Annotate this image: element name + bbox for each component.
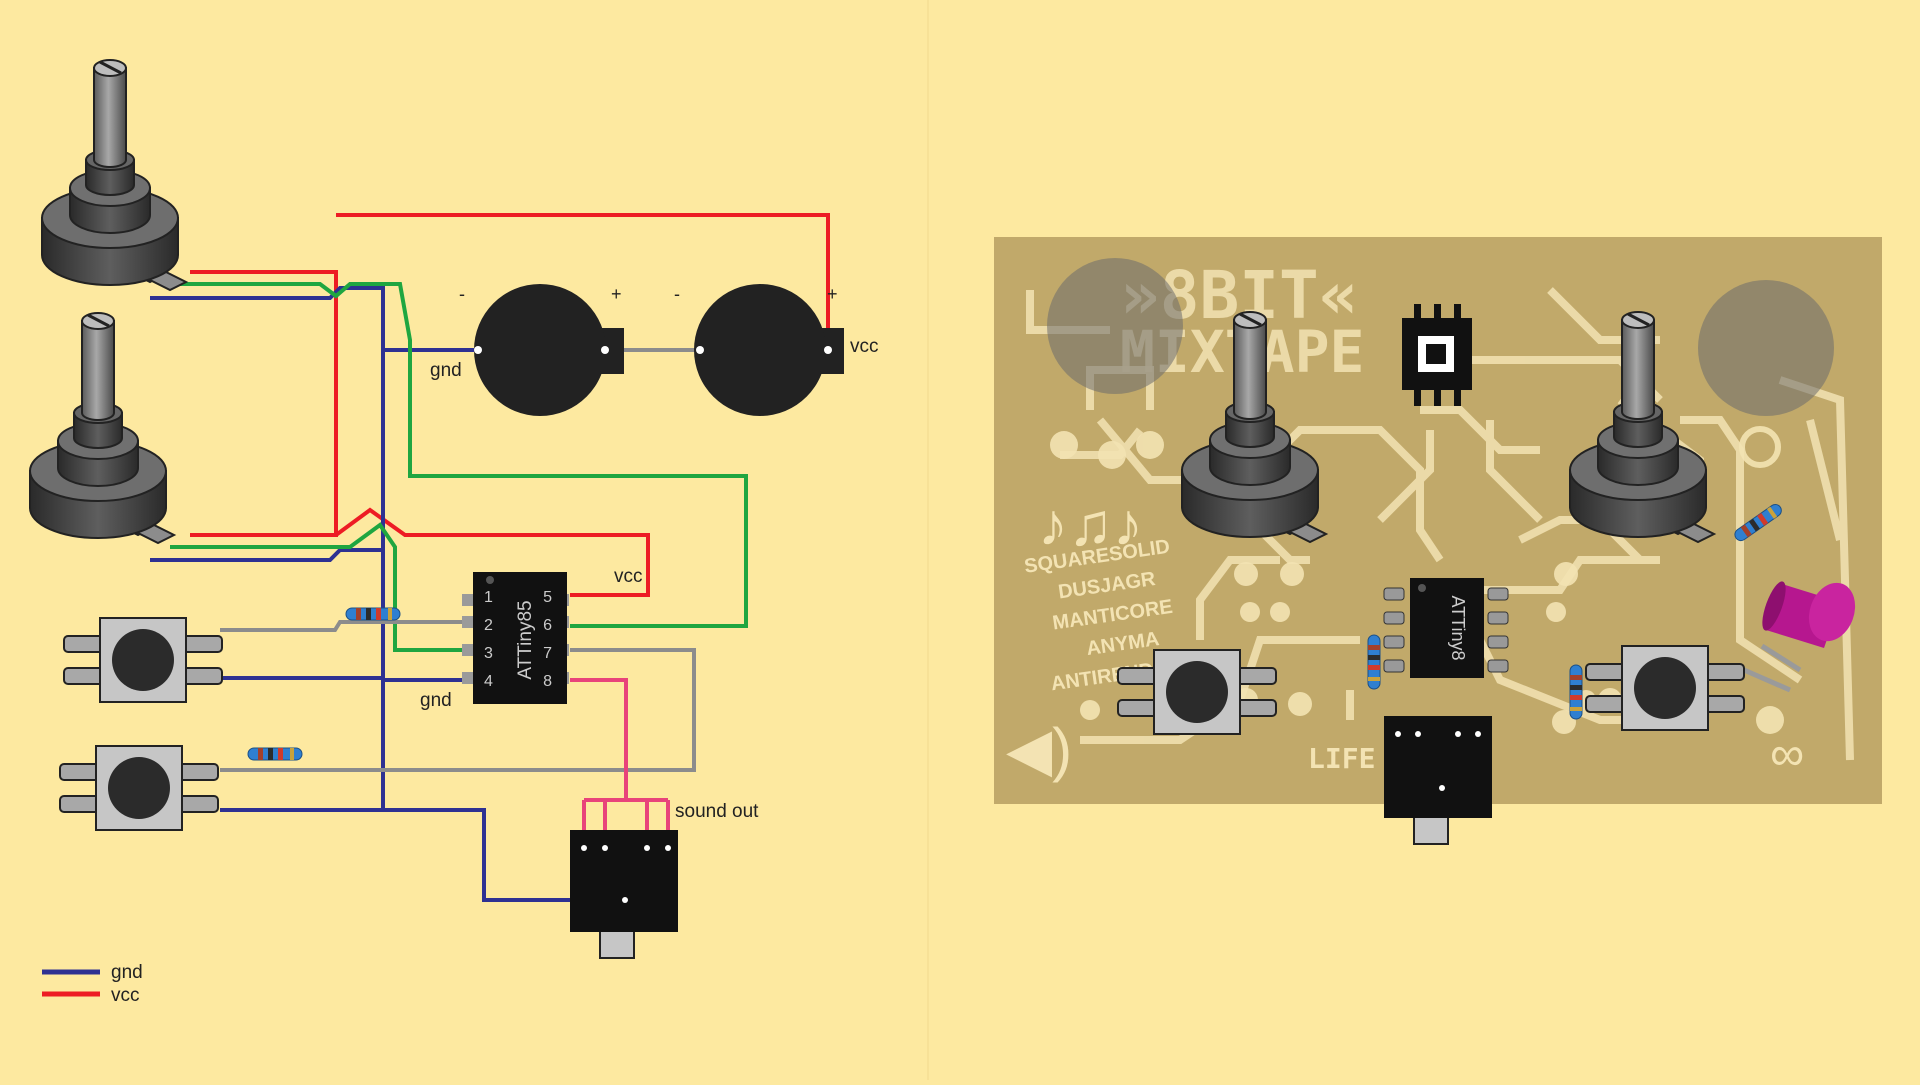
gnd-label: gnd [430, 360, 462, 381]
speaker-icon: ◀) [1006, 716, 1072, 783]
wire-gnd [150, 286, 385, 808]
piezo-buzzer-icon [474, 284, 624, 416]
wire-audio [570, 678, 670, 845]
pot-footprint [1698, 280, 1834, 416]
resistor-icon [1569, 664, 1583, 720]
legend-vcc: vcc [111, 985, 140, 1006]
push-button-icon[interactable] [63, 617, 223, 703]
battery-terminal-label: + [827, 284, 838, 304]
legend-gnd: gnd [111, 962, 143, 983]
wire-signal [170, 522, 462, 652]
music-notes-icon: ♪♫♪ [1038, 491, 1143, 558]
vcc-label: vcc [614, 566, 643, 587]
chip-pin-label: 8 [543, 673, 552, 690]
wire-vcc [190, 270, 338, 537]
legend: gnd vcc [42, 962, 143, 1006]
battery-terminal-label: - [459, 284, 465, 304]
resistor-icon [1367, 634, 1381, 690]
pot-footprint [1047, 258, 1183, 394]
vcc-label: vcc [850, 336, 879, 357]
wire-other [220, 648, 696, 772]
chip-pin-label: 5 [543, 589, 552, 606]
voltage-regulator-icon [1402, 304, 1472, 406]
pcb-board: »8BIT« MIXTAPE SQUARESOLID DUSJAGR MANTI… [994, 237, 1882, 845]
led-icon [1743, 581, 1856, 693]
wire-signal [170, 282, 748, 628]
attiny-chip-pcb: ATTiny8 [1383, 578, 1509, 678]
panel-divider [927, 0, 929, 1080]
chip-pin-label: 4 [484, 673, 493, 690]
potentiometer-icon[interactable] [28, 311, 176, 545]
push-button-icon[interactable] [59, 745, 219, 831]
resistor-icon [345, 607, 401, 621]
chip-name-label: ATTiny8 [1448, 595, 1468, 660]
attiny85-chip: 1 2 3 4 5 6 7 8 ATTiny85 [462, 572, 569, 704]
battery-terminal-label: + [611, 284, 622, 304]
chip-name-label: ATTiny85 [515, 600, 536, 679]
schematic: - + - + gnd vcc 1 2 3 4 5 6 7 8 ATTiny85 [28, 58, 879, 1006]
wire-gnd [150, 548, 383, 562]
gnd-label: gnd [420, 690, 452, 711]
glasses-icon: ∞ [1770, 728, 1804, 781]
battery-terminal-label: - [674, 284, 680, 304]
wire-gnd [220, 808, 625, 902]
piezo-buzzer-icon [694, 284, 844, 416]
wire-other [220, 620, 462, 632]
chip-pin-label: 7 [543, 645, 552, 662]
sound-out-label: sound out [675, 801, 759, 822]
chip-pin-label: 2 [484, 617, 493, 634]
wire-vcc [334, 507, 650, 597]
potentiometer-icon[interactable] [40, 58, 188, 292]
wire-vcc [336, 213, 830, 345]
chip-pin-label: 6 [543, 617, 552, 634]
chip-pin-label: 1 [484, 589, 493, 606]
resistor-icon [247, 747, 303, 761]
chip-pin-label: 3 [484, 645, 493, 662]
